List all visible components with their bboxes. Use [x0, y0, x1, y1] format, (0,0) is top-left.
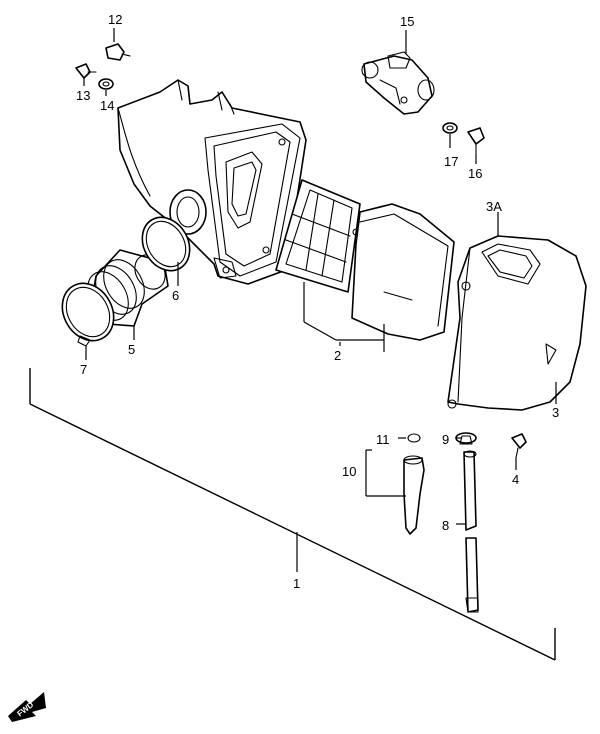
element-frame — [275, 179, 361, 293]
callout-9: 9 — [442, 432, 449, 447]
callout-10: 10 — [342, 464, 356, 479]
callout-13: 13 — [76, 88, 90, 103]
callout-16: 16 — [468, 166, 482, 181]
air-cleaner-case — [117, 79, 307, 285]
screw-4 — [511, 433, 527, 470]
callout-12: 12 — [108, 12, 122, 27]
bolt-12 — [105, 28, 131, 61]
fwd-arrow-icon: FWD — [8, 692, 46, 722]
callout-1: 1 — [293, 576, 300, 591]
o-ring — [141, 216, 191, 286]
washer-17 — [442, 122, 458, 148]
callout-4: 4 — [512, 472, 519, 487]
callout-3a: 3A — [486, 199, 502, 214]
air-valve — [361, 30, 435, 115]
screw-13 — [75, 63, 97, 86]
callout-2: 2 — [334, 348, 341, 363]
washer-14 — [98, 78, 114, 96]
callout-5: 5 — [128, 342, 135, 357]
callout-15: 15 — [400, 14, 414, 29]
callout-6: 6 — [172, 288, 179, 303]
callout-11: 11 — [376, 432, 390, 447]
drain-tube — [455, 432, 479, 613]
element-foam — [303, 203, 455, 352]
screw-16 — [467, 127, 485, 164]
case-cap — [447, 212, 587, 411]
callout-17: 17 — [444, 154, 458, 169]
drain-plug — [365, 433, 425, 535]
callout-14: 14 — [100, 98, 114, 113]
assembly-frame — [29, 368, 556, 661]
callout-3: 3 — [552, 405, 559, 420]
hose-clamp — [61, 282, 115, 360]
callout-7: 7 — [80, 362, 87, 377]
callout-8: 8 — [442, 518, 449, 533]
